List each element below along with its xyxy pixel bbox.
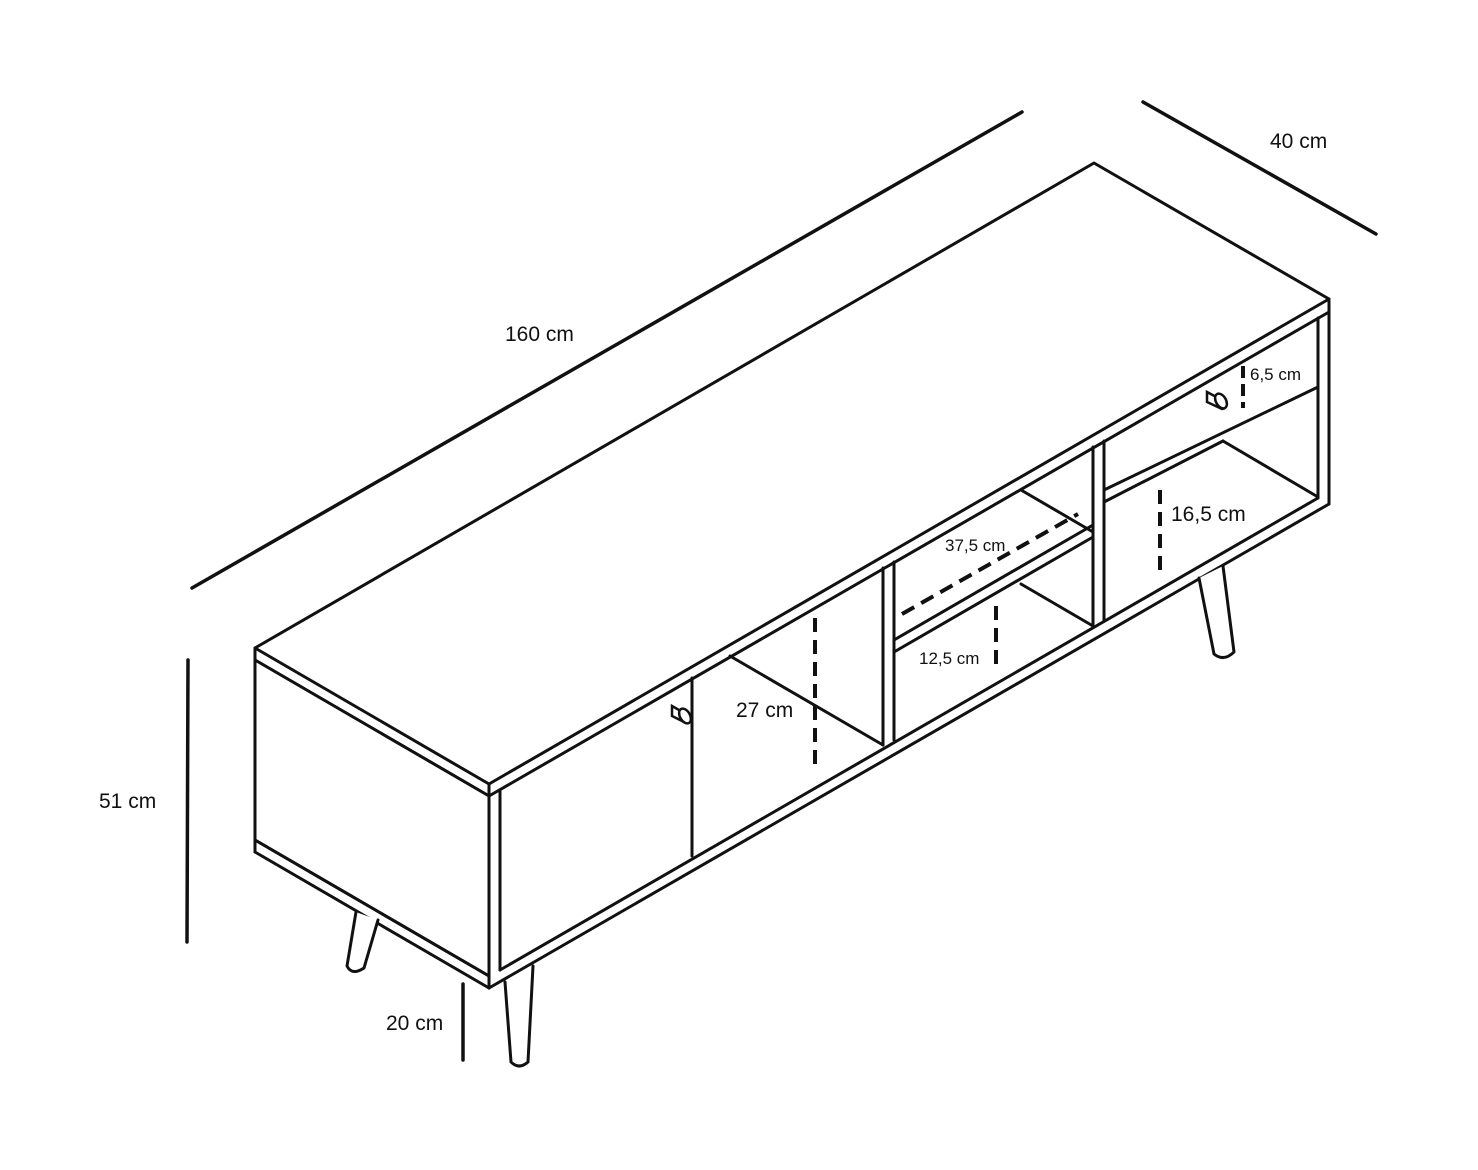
middle-shelf bbox=[892, 523, 1095, 642]
depth-dimension-line bbox=[1141, 100, 1378, 236]
height-label: 51 cm bbox=[99, 790, 156, 813]
leg-front-left bbox=[345, 910, 380, 973]
front-bottom-edge bbox=[487, 502, 1331, 990]
leg-front-right bbox=[1197, 564, 1236, 659]
dimension-labels: 160 cm 40 cm 51 cm 20 cm 27 cm 37,5 cm 1… bbox=[99, 130, 1327, 1035]
dimension-lines bbox=[185, 100, 1378, 1062]
middle-lower-label: 12,5 cm bbox=[919, 649, 979, 668]
inner-dimension-lines bbox=[813, 366, 1245, 768]
depth-label: 40 cm bbox=[1270, 130, 1327, 153]
knob-icon bbox=[670, 703, 693, 725]
left-compartment-back bbox=[728, 654, 885, 747]
tv-stand bbox=[253, 161, 1331, 1068]
drawer-height-label: 6,5 cm bbox=[1250, 365, 1301, 384]
shelf-depth-dash bbox=[901, 512, 1079, 616]
leg-height-label: 20 cm bbox=[386, 1012, 443, 1035]
height-dimension-line bbox=[185, 658, 190, 944]
drawer-bottom bbox=[1102, 385, 1320, 492]
cabinet-height-label: 27 cm bbox=[736, 699, 793, 722]
shelf-depth-label: 37,5 cm bbox=[945, 536, 1005, 555]
leg-front-middle bbox=[503, 964, 535, 1068]
length-label: 160 cm bbox=[505, 323, 574, 346]
drawer-knob-icon bbox=[1205, 389, 1229, 411]
right-lower-label: 16,5 cm bbox=[1171, 503, 1246, 526]
right-shelf-front bbox=[1102, 439, 1225, 504]
length-dimension-line bbox=[190, 110, 1024, 590]
